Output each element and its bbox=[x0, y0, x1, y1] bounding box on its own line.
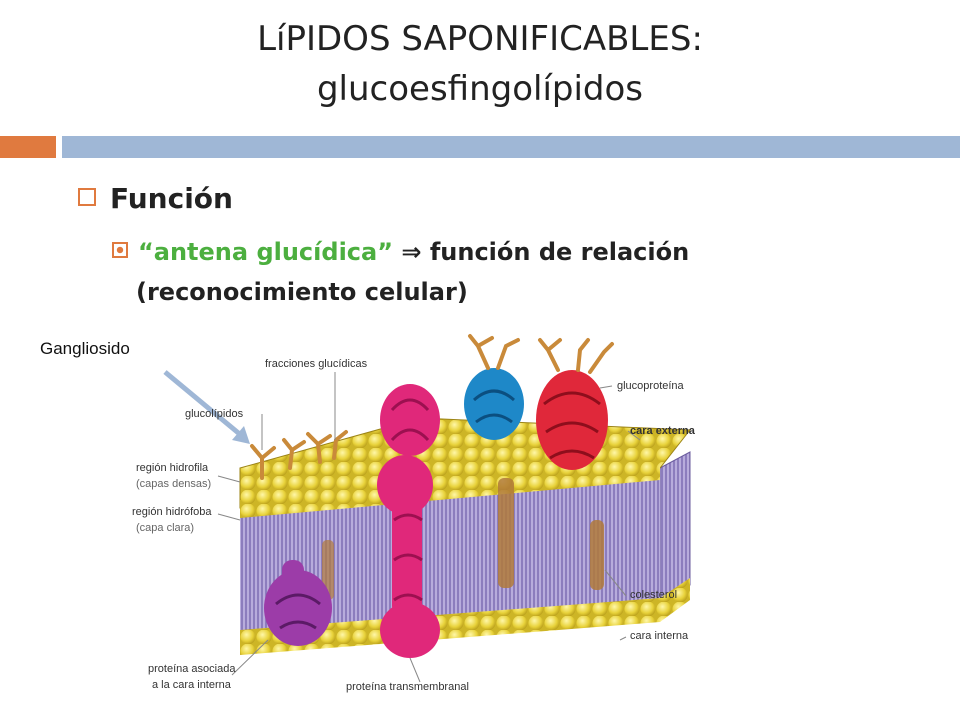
transmembrane-protein bbox=[377, 384, 440, 658]
label-cara-interna: cara interna bbox=[630, 630, 689, 642]
slide-title: LíPIDOS SAPONIFICABLES: glucoesfingolípi… bbox=[0, 14, 960, 114]
bullet-level1-text: Función bbox=[110, 182, 233, 215]
square-dot-bullet-icon bbox=[112, 242, 128, 258]
glycolipid-sugar-chains bbox=[250, 430, 348, 480]
label-glucolipidos: glucolípidos bbox=[185, 408, 244, 420]
accent-bar-orange bbox=[0, 136, 56, 158]
cholesterol-molecules bbox=[322, 478, 604, 600]
title-line2: glucoesfingolípidos bbox=[316, 69, 644, 109]
accent-bar-blue bbox=[62, 136, 960, 158]
bullet-level2-line2: (reconocimiento celular) bbox=[136, 278, 468, 306]
bullet-level2-text: función de relación bbox=[429, 238, 690, 266]
square-bullet-icon bbox=[78, 188, 96, 206]
red-glycoprotein bbox=[536, 338, 614, 470]
callout-arrow bbox=[163, 370, 250, 444]
title-line1: LíPIDOS SAPONIFICABLES: bbox=[257, 19, 703, 59]
label-hidrofoba-sub: (capa clara) bbox=[136, 522, 195, 534]
bullet-level1: Función bbox=[78, 182, 233, 215]
label-cara-externa: cara externa bbox=[630, 425, 695, 437]
label-colesterol: colesterol bbox=[630, 589, 678, 601]
label-proteina-asociada-sub: a la cara interna bbox=[152, 679, 231, 691]
peripheral-protein bbox=[264, 560, 332, 646]
label-hidrofila: región hidrofila bbox=[136, 462, 209, 474]
label-glucoproteina: glucoproteína bbox=[617, 380, 684, 392]
label-proteina-asociada: proteína asociada bbox=[148, 663, 236, 675]
bullet-level2: “antena glucídica” ⇒ función de relación… bbox=[112, 232, 832, 312]
bullet-green-text: “antena glucídica” bbox=[138, 238, 393, 266]
label-transmembranal: proteína transmembranal bbox=[346, 681, 469, 693]
label-hidrofila-sub: (capas densas) bbox=[136, 478, 212, 490]
gangliosido-callout-label: Gangliosido bbox=[40, 339, 130, 358]
blue-glycoprotein bbox=[464, 334, 524, 440]
label-fracciones: fracciones glucídicas bbox=[265, 358, 368, 370]
leader-lines bbox=[217, 372, 641, 683]
label-hidrofoba: región hidrófoba bbox=[132, 506, 212, 518]
implies-arrow-icon: ⇒ bbox=[401, 238, 422, 266]
